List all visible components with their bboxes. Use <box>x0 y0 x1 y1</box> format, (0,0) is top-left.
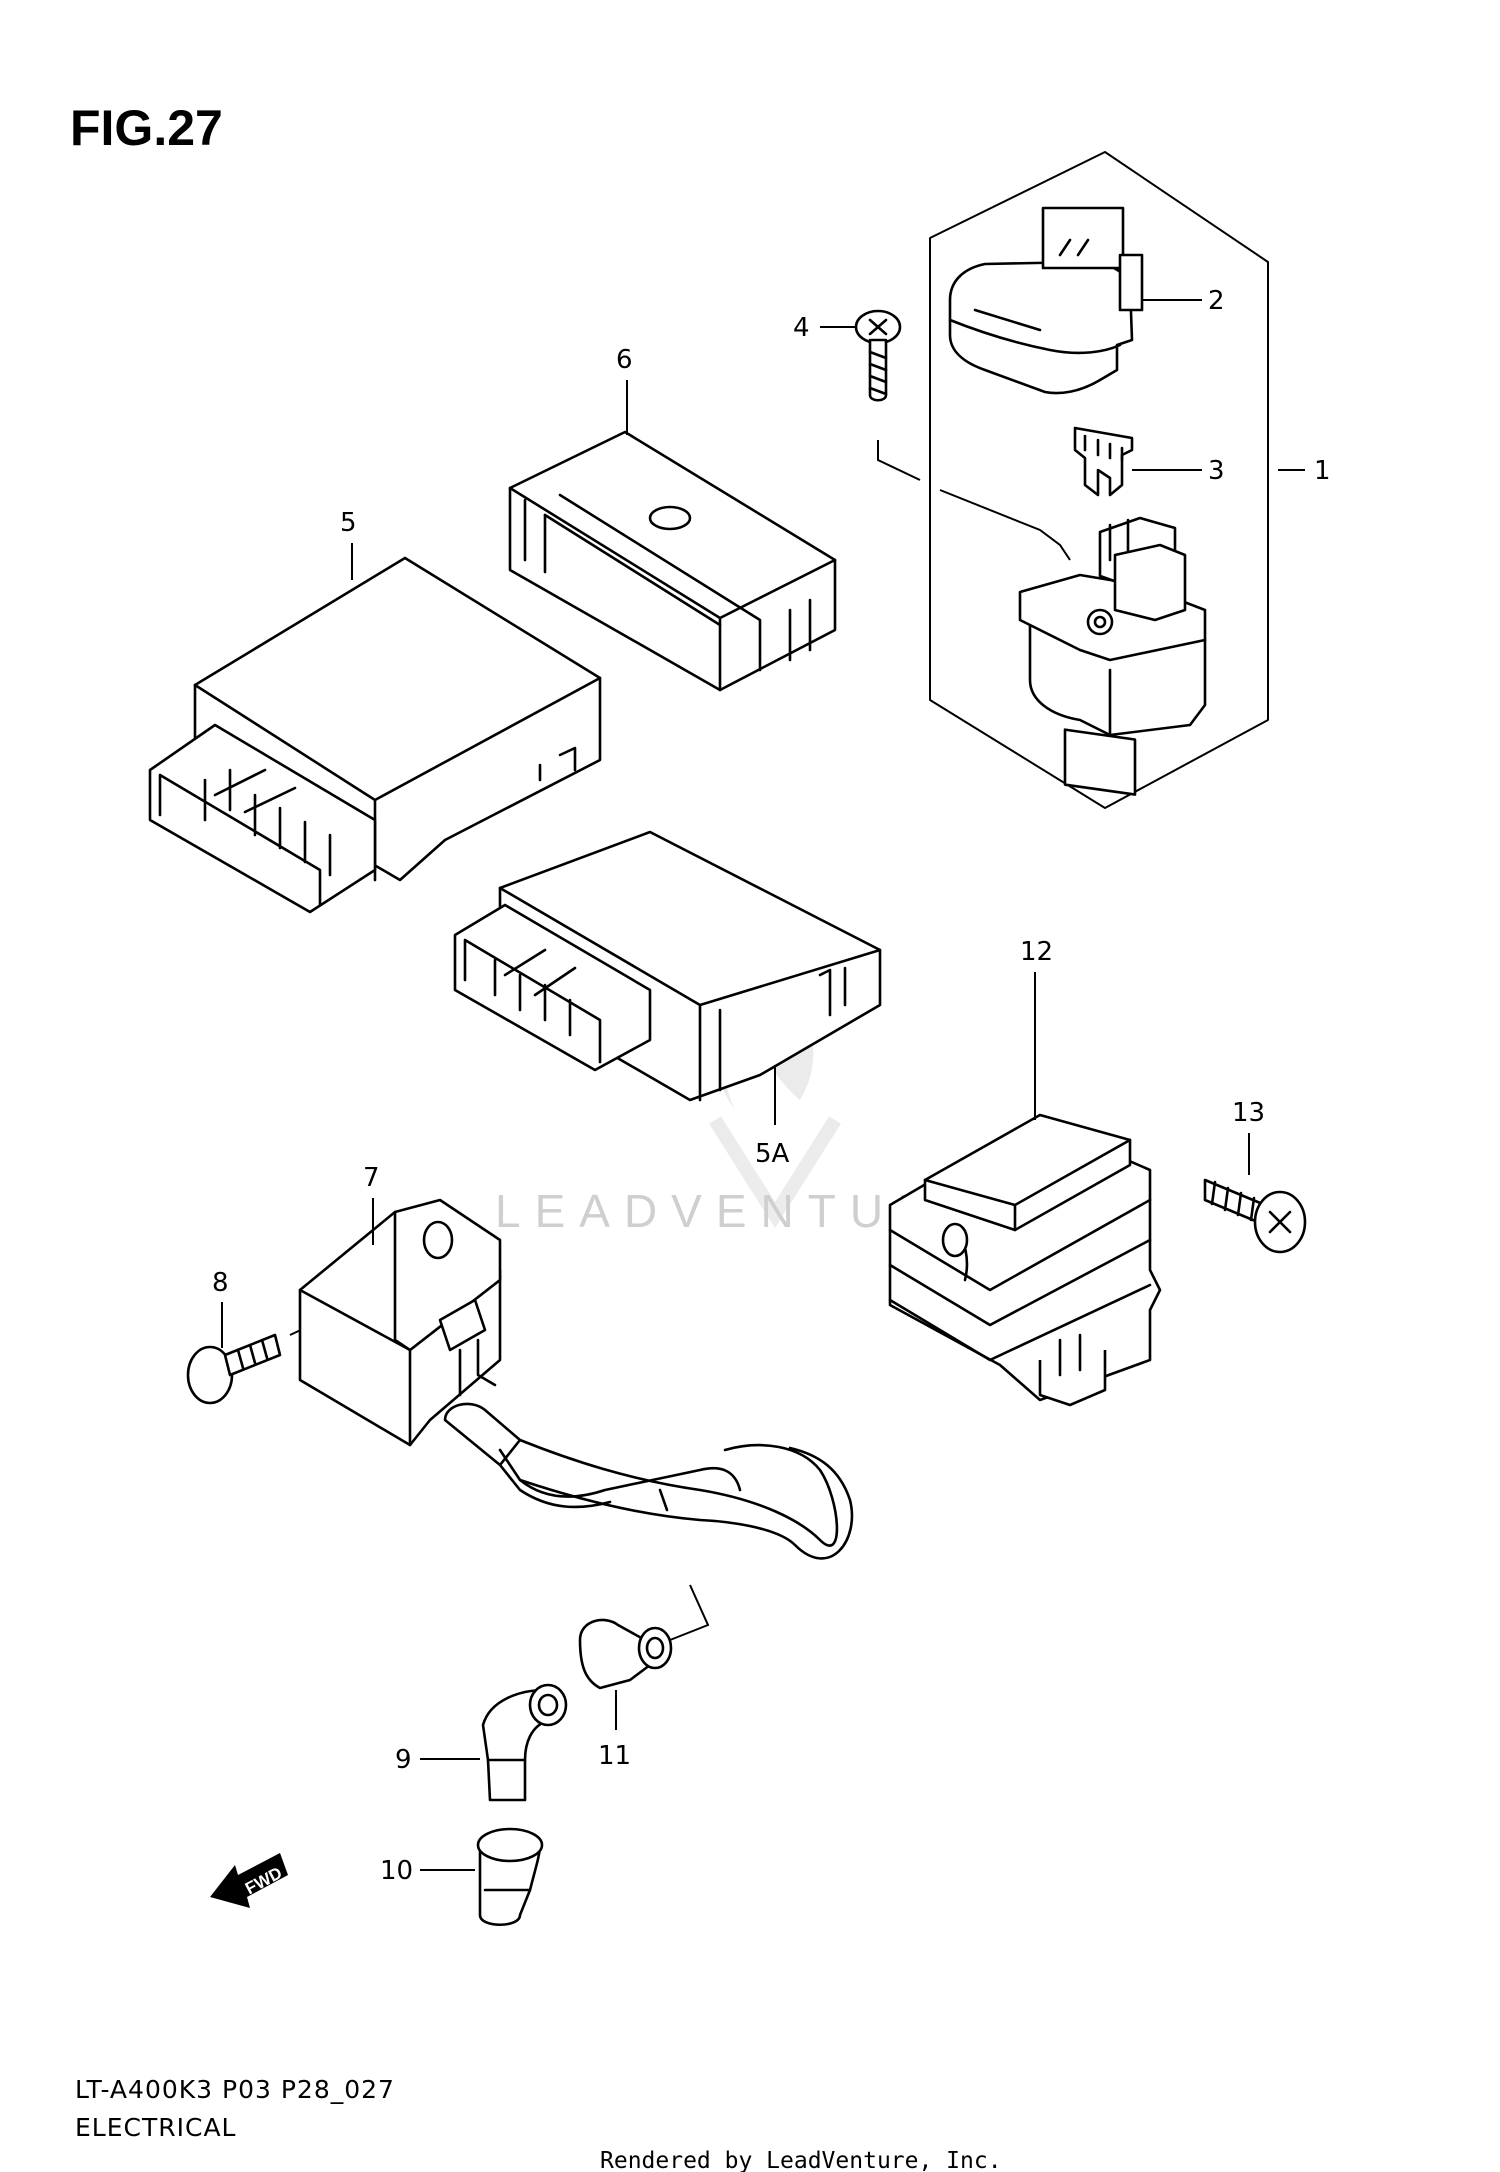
svg-text:10: 10 <box>380 1856 413 1886</box>
part-9-plug-cap[interactable] <box>481 1683 568 1802</box>
callout-4[interactable]: 4 <box>793 313 856 343</box>
part-7-lead-line <box>669 1584 710 1641</box>
svg-text:6: 6 <box>616 345 633 375</box>
callout-2[interactable]: 2 <box>1142 286 1225 316</box>
svg-text:4: 4 <box>793 313 810 343</box>
callout-12[interactable]: 12 <box>1020 937 1053 1120</box>
part-7-ignition-coil[interactable] <box>298 1198 854 1560</box>
svg-text:2: 2 <box>1208 286 1225 316</box>
svg-text:5A: 5A <box>755 1139 790 1169</box>
callout-3[interactable]: 3 <box>1132 456 1225 486</box>
part-12-regulator-rectifier[interactable] <box>888 1113 1162 1407</box>
callout-10[interactable]: 10 <box>380 1856 475 1886</box>
part-4-screw[interactable] <box>854 309 902 402</box>
part-3-fuse[interactable] <box>1073 426 1134 497</box>
part-2-relay-cover[interactable] <box>948 206 1144 395</box>
svg-text:5: 5 <box>340 508 357 538</box>
callout-7[interactable]: 7 <box>363 1163 380 1245</box>
part-1-starter-relay[interactable] <box>1018 516 1207 796</box>
svg-text:1: 1 <box>1314 456 1331 486</box>
callout-5a[interactable]: 5A <box>755 1065 790 1169</box>
part-5a-cdi-unit[interactable] <box>453 830 882 1102</box>
drawing-code: LT-A400K3 P03 P28_027 <box>75 2075 395 2104</box>
callout-11[interactable]: 11 <box>598 1690 631 1771</box>
callout-9[interactable]: 9 <box>395 1745 480 1775</box>
svg-text:12: 12 <box>1020 937 1053 967</box>
part-8-bolt[interactable] <box>186 1333 282 1405</box>
part-10-boot[interactable] <box>476 1827 544 1926</box>
svg-text:3: 3 <box>1208 456 1225 486</box>
part-4-alignment-line <box>877 440 1071 561</box>
callout-6[interactable]: 6 <box>616 345 633 435</box>
svg-text:13: 13 <box>1232 1098 1265 1128</box>
callout-1[interactable]: 1 <box>1278 456 1331 486</box>
part-6-cover[interactable] <box>508 430 837 692</box>
callout-13[interactable]: 13 <box>1232 1098 1265 1175</box>
section-title: ELECTRICAL <box>75 2113 236 2142</box>
callout-5[interactable]: 5 <box>340 508 357 580</box>
figure-title: FIG.27 <box>70 100 223 156</box>
svg-text:9: 9 <box>395 1745 412 1775</box>
part-5-cdi-unit[interactable] <box>148 556 602 914</box>
fwd-arrow-icon: FWD <box>210 1853 288 1908</box>
part-1-group-outline <box>929 151 1269 809</box>
svg-text:8: 8 <box>212 1268 229 1298</box>
callout-8[interactable]: 8 <box>212 1268 229 1348</box>
svg-text:11: 11 <box>598 1741 631 1771</box>
part-11-cap[interactable] <box>578 1618 673 1690</box>
svg-text:7: 7 <box>363 1163 380 1193</box>
render-credit: Rendered by LeadVenture, Inc. <box>600 2148 1002 2172</box>
part-13-bolt[interactable] <box>1203 1178 1307 1254</box>
